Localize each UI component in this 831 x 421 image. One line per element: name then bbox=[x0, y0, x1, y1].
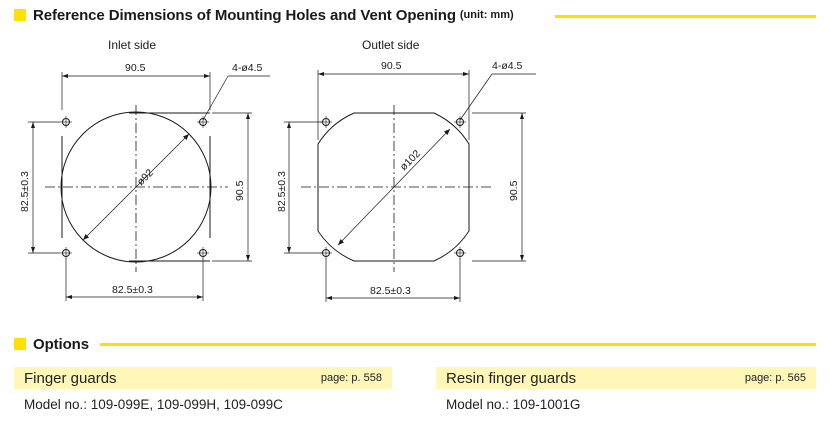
inlet-side-drawing: 90.5 4-ø4.5 ø92 90.5 82.5±0.3 82.5±0.3 bbox=[0, 50, 270, 310]
outlet-height-dim: 90.5 bbox=[508, 180, 520, 201]
outlet-side-drawing: 90.5 4-ø4.5 ø102 90.5 82.5±0.3 82.5±0.3 bbox=[260, 50, 540, 310]
dimensions-section-title: Reference Dimensions of Mounting Holes a… bbox=[33, 6, 456, 24]
option-title: Finger guards bbox=[24, 369, 117, 387]
section-rule bbox=[555, 15, 816, 18]
yellow-square-icon bbox=[14, 9, 26, 21]
outlet-width-dim: 90.5 bbox=[381, 60, 402, 72]
inlet-hole-callout: 4-ø4.5 bbox=[232, 62, 263, 74]
outlet-hole-pitch-h: 82.5±0.3 bbox=[370, 285, 411, 297]
inlet-hole-pitch-h: 82.5±0.3 bbox=[112, 284, 153, 296]
option-model-no: Model no.: 109-099E, 109-099H, 109-099C bbox=[24, 397, 283, 412]
option-model-no: Model no.: 109-1001G bbox=[446, 397, 581, 412]
option-page-ref[interactable]: page: p. 558 bbox=[320, 372, 382, 384]
options-rule bbox=[100, 343, 816, 346]
yellow-square-icon bbox=[14, 338, 26, 350]
options-section-title: Options bbox=[33, 335, 89, 353]
outlet-hole-callout: 4-ø4.5 bbox=[492, 60, 523, 72]
unit-label: (unit: mm) bbox=[459, 9, 514, 21]
inlet-hole-pitch-v: 82.5±0.3 bbox=[19, 171, 31, 212]
inlet-side-label: Inlet side bbox=[108, 38, 157, 52]
mounting-holes bbox=[60, 116, 209, 259]
options-section-header: Options bbox=[14, 334, 89, 354]
dimensions-section-header: Reference Dimensions of Mounting Holes a… bbox=[14, 5, 514, 25]
inlet-height-dim: 90.5 bbox=[234, 180, 246, 201]
outlet-side-label: Outlet side bbox=[362, 38, 420, 52]
option-title: Resin finger guards bbox=[446, 369, 577, 387]
option-resin-finger-guards: Resin finger guards page: p. 565 bbox=[436, 367, 816, 389]
outlet-hole-pitch-v: 82.5±0.3 bbox=[276, 171, 288, 212]
option-page-ref[interactable]: page: p. 565 bbox=[744, 372, 806, 384]
inlet-width-dim: 90.5 bbox=[125, 62, 146, 74]
option-finger-guards: Finger guards page: p. 558 bbox=[14, 367, 392, 389]
mounting-holes bbox=[320, 116, 466, 259]
